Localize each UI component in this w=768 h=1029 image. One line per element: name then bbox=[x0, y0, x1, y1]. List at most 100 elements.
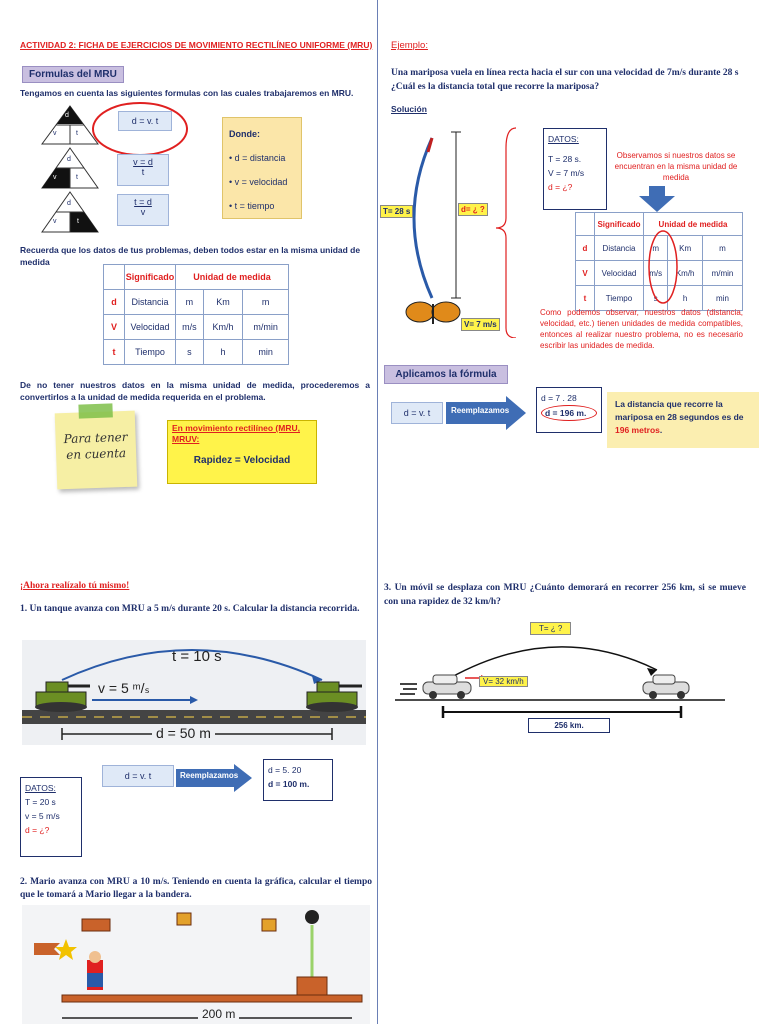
convert-note: De no tener nuestros datos en la misma u… bbox=[20, 380, 370, 402]
donde-note: Donde: • d = distancia • v = velocidad •… bbox=[222, 117, 302, 219]
formula-v-bottom: t bbox=[141, 167, 145, 177]
cell: Km/h bbox=[202, 314, 244, 340]
mario-scene bbox=[34, 910, 363, 1019]
cell: Km bbox=[202, 289, 244, 315]
activity-title: ACTIVIDAD 2: FICHA DE EJERCICIOS DE MOVI… bbox=[20, 40, 373, 50]
example-answer: La distancia que recorre la mariposa en … bbox=[607, 392, 759, 448]
p1-datos-box: DATOS: T = 20 s v = 5 m/s d = ¿? bbox=[20, 777, 82, 857]
donde-item-d: • d = distancia bbox=[229, 153, 286, 163]
tri3-d: d bbox=[67, 200, 71, 207]
intro-text: Tengamos en cuenta las siguientes formul… bbox=[20, 88, 354, 98]
cell: m/s bbox=[175, 314, 204, 340]
cell: Distancia bbox=[124, 289, 176, 315]
th-empty bbox=[575, 212, 595, 236]
donde-item-t: • t = tiempo bbox=[229, 201, 275, 211]
mru-box-title: En movimiento rectilíneo (MRU, MRUV: bbox=[172, 423, 300, 444]
cell: m/min bbox=[701, 260, 744, 286]
cell: h bbox=[202, 339, 244, 365]
p1-datos-title: DATOS: bbox=[25, 783, 56, 793]
red-highlight-ellipse bbox=[648, 230, 678, 304]
tri2-v: v bbox=[53, 174, 57, 181]
tri1-t: t bbox=[76, 130, 78, 137]
ex-datos-d: d = ¿? bbox=[548, 182, 573, 192]
butterfly-t-label: T= 28 s bbox=[380, 205, 414, 218]
example-datos-box: DATOS: T = 28 s. V = 7 m/s d = ¿? bbox=[543, 128, 607, 210]
example-formula-box: d = v. t bbox=[391, 402, 443, 424]
ex-datos-v: V = 7 m/s bbox=[548, 168, 585, 178]
observe-note-2: Como podemos observar, nuestros datos (d… bbox=[540, 308, 743, 350]
problem-2: 2. Mario avanza con MRU a 10 m/s. Tenien… bbox=[20, 877, 372, 900]
cell: m bbox=[242, 289, 289, 315]
tank-d-label: d = 50 m bbox=[152, 725, 215, 741]
formula-v-box: v = d t bbox=[117, 154, 169, 186]
mario-distance-label: 200 m bbox=[198, 1007, 240, 1021]
tri2-t: t bbox=[76, 174, 78, 181]
cell: Tiempo bbox=[124, 339, 176, 365]
formula-t-bottom: v bbox=[140, 207, 146, 217]
p1-datos-t: T = 20 s bbox=[25, 797, 56, 807]
p1-arrow bbox=[176, 764, 252, 792]
example-reemplazamos: Reemplazamos bbox=[451, 406, 510, 415]
tri3-v: v bbox=[53, 218, 57, 225]
example-result-line2: d = 196 m. bbox=[541, 405, 597, 421]
car-v-label: V= 32 km/h bbox=[479, 676, 528, 687]
p1-formula-box: d = v. t bbox=[102, 765, 174, 787]
problem-3: 3. Un móvil se desplaza con MRU ¿Cuánto … bbox=[384, 583, 746, 607]
mru-box-equation: Rapidez = Velocidad bbox=[193, 455, 291, 466]
ex-datos-title: DATOS: bbox=[548, 134, 579, 144]
cell: Tiempo bbox=[594, 285, 644, 311]
example-result-line1: d = 7 . 28 bbox=[541, 393, 577, 403]
donde-item-v: • v = velocidad bbox=[229, 177, 288, 187]
mru-box: En movimiento rectilíneo (MRU, MRUV: Rap… bbox=[167, 420, 317, 484]
butterfly-v-label: V= 7 m/s bbox=[461, 318, 500, 331]
column-divider bbox=[377, 0, 378, 1024]
p1-result-box: d = 5. 20 d = 100 m. bbox=[263, 759, 333, 801]
car-d-label: 256 km. bbox=[528, 718, 610, 733]
tri2-d: d bbox=[67, 156, 71, 163]
units-table-left: Significado Unidad de medida d Distancia… bbox=[103, 264, 289, 365]
formulas-header: Formulas del MRU bbox=[22, 66, 124, 83]
cell: min bbox=[242, 339, 289, 365]
th-significado: Significado bbox=[594, 212, 644, 236]
p1-result-line1: d = 5. 20 bbox=[268, 765, 302, 775]
car-t-label: T= ¿ ? bbox=[530, 622, 572, 635]
cell: Velocidad bbox=[124, 314, 176, 340]
problem-1: 1. Un tanque avanza con MRU a 5 m/s dura… bbox=[20, 604, 360, 614]
example-problem: Una mariposa vuela en línea recta hacia … bbox=[391, 68, 739, 92]
tri1-v: v bbox=[53, 130, 57, 137]
cell: d bbox=[575, 235, 595, 261]
formula-t-top: t = d bbox=[134, 197, 152, 207]
units-note: Recuerda que los datos de tus problemas,… bbox=[20, 245, 361, 267]
tank-v-label: v = 5 ᵐ/ₛ bbox=[98, 680, 150, 696]
tri1-d: d bbox=[65, 112, 69, 119]
p1-reemplazamos: Reemplazamos bbox=[180, 771, 239, 780]
example-result-box: d = 7 . 28 d = 196 m. bbox=[536, 387, 602, 433]
cell: Km bbox=[667, 235, 703, 261]
tank-t-label: t = 10 s bbox=[172, 648, 222, 665]
solucion-label: Solución bbox=[391, 104, 427, 114]
practice-title: ¡Ahora realízalo tú mismo! bbox=[20, 581, 130, 591]
cell: m bbox=[175, 289, 204, 315]
cell: V bbox=[575, 260, 595, 286]
formula-d-box: d = v. t bbox=[118, 111, 172, 131]
cell: m bbox=[642, 235, 669, 261]
ejemplo-label: Ejemplo: bbox=[391, 40, 428, 51]
red-ellipse bbox=[92, 102, 188, 156]
tri3-t: t bbox=[77, 218, 79, 225]
mario-illustration: 200 m bbox=[22, 905, 370, 1024]
cell: m bbox=[701, 235, 744, 261]
sticky-text: Para tener en cuenta bbox=[63, 429, 128, 463]
formula-t-box: t = d v bbox=[117, 194, 169, 226]
example-answer-value: 196 metros bbox=[615, 425, 660, 435]
cell: Distancia bbox=[594, 235, 644, 261]
formula-v-top: v = d bbox=[133, 157, 153, 167]
donde-title: Donde: bbox=[229, 129, 260, 139]
th-significado: Significado bbox=[124, 264, 176, 290]
cell: Velocidad bbox=[594, 260, 644, 286]
ex-datos-t: T = 28 s. bbox=[548, 154, 582, 164]
cell: m/min bbox=[242, 314, 289, 340]
p1-datos-v: v = 5 m/s bbox=[25, 811, 60, 821]
th-empty bbox=[103, 264, 125, 290]
formula-triangles bbox=[41, 105, 99, 233]
aplicamos-header: Aplicamos la fórmula bbox=[384, 365, 508, 384]
